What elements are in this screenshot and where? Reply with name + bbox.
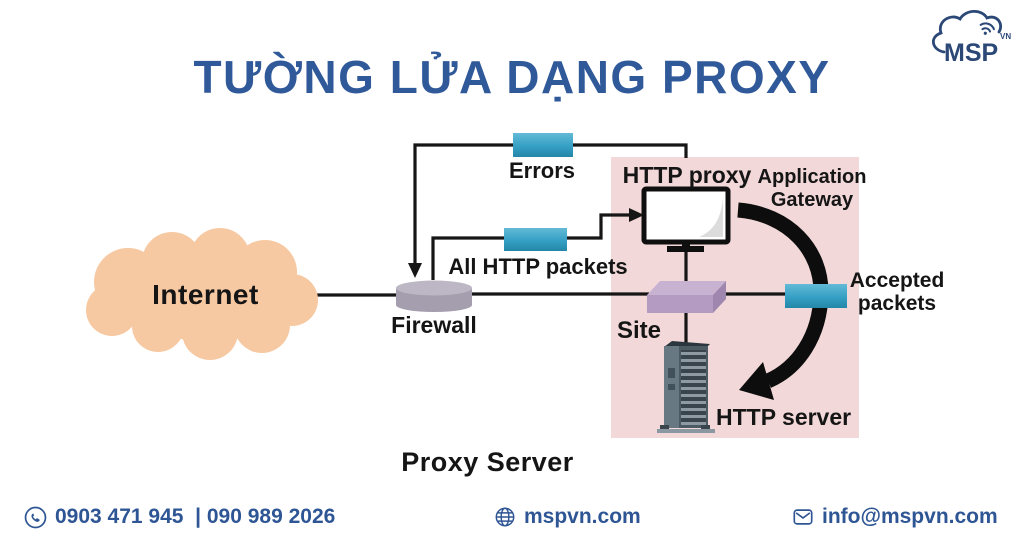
logo-text: MSP — [944, 39, 998, 67]
site-label: Site — [616, 317, 661, 344]
firewall-label: Firewall — [391, 312, 477, 338]
footer-email-text: info@mspvn.com — [822, 505, 998, 528]
logo-cloud-icon — [932, 9, 1003, 54]
footer-website: mspvn.com — [494, 505, 641, 529]
footer-phone: 0903 471 945 | 090 989 2026 — [24, 505, 335, 529]
application-gateway-line1: Application — [757, 166, 867, 188]
http-server-icon — [657, 341, 715, 433]
footer-phone-text: 0903 471 945 | 090 989 2026 — [55, 505, 336, 528]
all-http-packet-box — [504, 228, 567, 251]
arrowhead-into-proxy — [629, 208, 644, 222]
application-gateway-label: Application Gateway — [748, 166, 876, 212]
logo-wifi-icon — [979, 22, 995, 35]
phone-icon — [24, 506, 47, 528]
line-errors-to-proxy — [573, 143, 688, 158]
line-firewall-to-proxy — [431, 213, 630, 280]
firewall-icon — [396, 280, 472, 312]
accepted-packet-box — [785, 284, 847, 308]
accepted-packets-line1: Accepted — [849, 269, 945, 292]
connector-lines — [310, 143, 786, 346]
errors-label: Errors — [508, 158, 576, 183]
internet-cloud-icon — [86, 228, 318, 360]
http-proxy-label: HTTP proxy — [622, 162, 752, 188]
logo-superscript: VN — [1000, 32, 1011, 41]
email-icon — [793, 509, 813, 525]
http-server-label: HTTP server — [716, 404, 852, 430]
site-box-icon — [647, 281, 726, 313]
http-proxy-monitor-icon — [641, 186, 731, 252]
internet-label: Internet — [152, 279, 259, 310]
errors-packet-box — [513, 133, 573, 157]
all-http-packets-label: All HTTP packets — [448, 254, 628, 279]
arrowhead-into-firewall — [408, 263, 422, 278]
application-gateway-line2: Gateway — [770, 189, 854, 211]
page-title: TƯỜNG LỬA DẠNG PROXY — [193, 51, 831, 103]
msp-logo: MSP VN — [932, 9, 1011, 67]
globe-icon — [495, 507, 515, 527]
diagram-caption: Proxy Server — [401, 447, 574, 477]
line-errors-to-firewall — [413, 143, 513, 263]
accepted-packets-line2: packets — [857, 292, 937, 315]
footer-email: info@mspvn.com — [792, 505, 998, 529]
footer-website-text: mspvn.com — [524, 505, 641, 528]
accepted-packets-label: Accepted packets — [846, 269, 948, 315]
footer: 0903 471 945 | 090 989 2026 mspvn.com in… — [0, 503, 1024, 533]
